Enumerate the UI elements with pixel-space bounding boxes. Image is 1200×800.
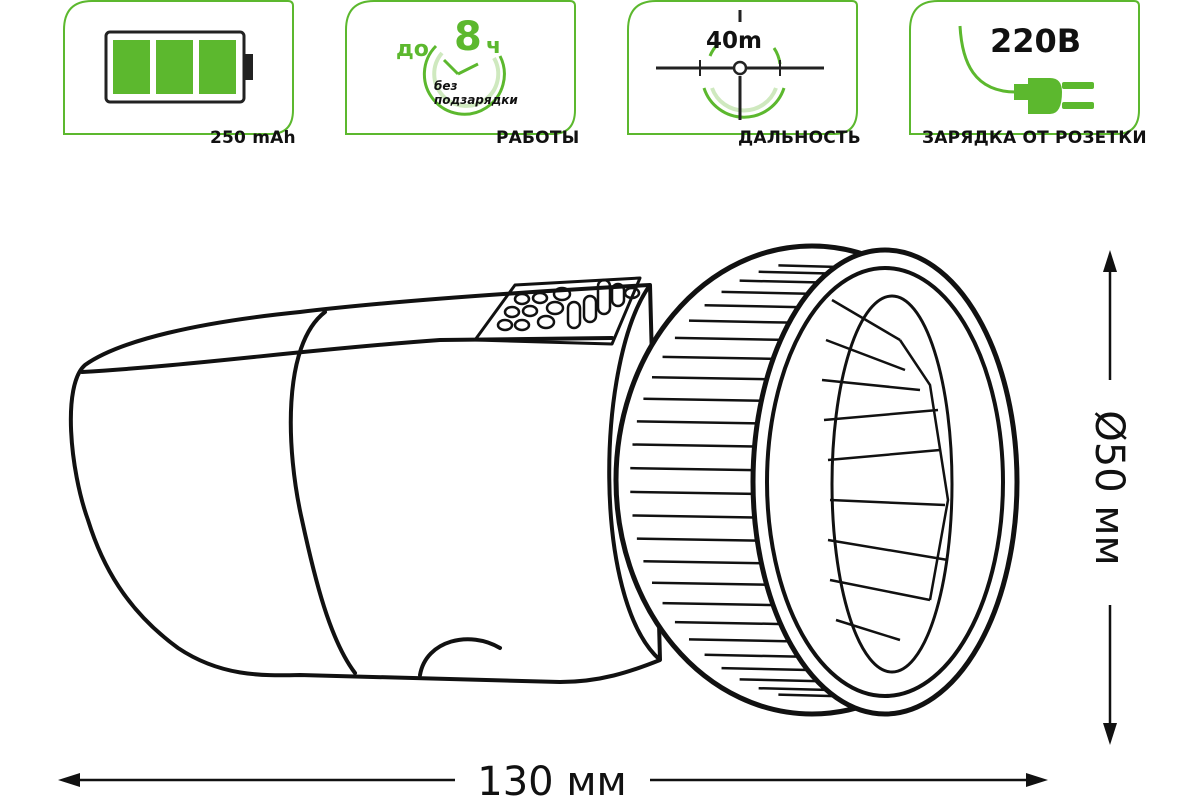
runtime-note-line2: подзарядки [434, 93, 518, 107]
switch-panel [473, 276, 642, 346]
head-rib [632, 443, 755, 448]
spec-card-battery: 250 mAh [62, 0, 296, 150]
head-rib [651, 581, 768, 587]
plug-icon [958, 25, 1094, 114]
card-frame [63, 0, 294, 135]
head-rib [632, 514, 755, 519]
head-rib [636, 420, 758, 425]
runtime-value: 8 [454, 14, 482, 60]
card-frame [345, 0, 576, 135]
flashlight-body [68, 283, 662, 684]
head-rib [674, 620, 784, 626]
head-rib [636, 537, 758, 542]
head-rib [739, 678, 827, 683]
head-rib [630, 490, 754, 496]
head-rib [662, 601, 775, 607]
charging-label: ЗАРЯДКА ОТ РОЗЕТКИ [922, 128, 1147, 148]
voltage-value: 220В [990, 22, 1082, 60]
head-rib [630, 466, 754, 472]
spec-card-charging: 220В ЗАРЯДКА ОТ РОЗЕТКИ [908, 0, 1147, 150]
flashlight-head [607, 243, 1020, 717]
card-frame [627, 0, 858, 135]
head-rib [704, 303, 804, 309]
head-rib [688, 319, 793, 324]
spec-card-runtime: до 8 ч без подзарядки РАБОТЫ [344, 0, 580, 150]
crosshair-icon [656, 10, 824, 120]
head-rib [662, 355, 775, 361]
head-rib [674, 336, 784, 342]
runtime-prefix: до [396, 37, 429, 62]
battery-full-icon [104, 30, 253, 104]
head-rib [721, 666, 815, 672]
battery-capacity-label: 250 mAh [210, 128, 296, 148]
length-label: 130 мм [477, 759, 626, 800]
clock-icon [422, 44, 506, 116]
runtime-label: РАБОТЫ [496, 128, 580, 148]
diameter-label: Ø50 мм [1086, 410, 1132, 565]
spec-card-range: 40m ДАЛЬНОСТЬ [626, 0, 861, 150]
runtime-note-line1: без [434, 79, 458, 93]
head-rib [643, 397, 763, 403]
head-rib [721, 290, 815, 296]
head-rib [651, 375, 768, 381]
diameter-dimension [1103, 250, 1117, 745]
range-label: ДАЛЬНОСТЬ [738, 128, 861, 148]
head-rib [739, 279, 827, 284]
head-rib [643, 559, 763, 565]
range-value: 40m [706, 28, 762, 54]
head-rib [704, 653, 804, 659]
card-frame [909, 0, 1140, 135]
length-dimension [58, 773, 1048, 787]
head-rib [688, 638, 793, 643]
runtime-unit: ч [486, 34, 502, 59]
switch-buttons [496, 278, 641, 332]
